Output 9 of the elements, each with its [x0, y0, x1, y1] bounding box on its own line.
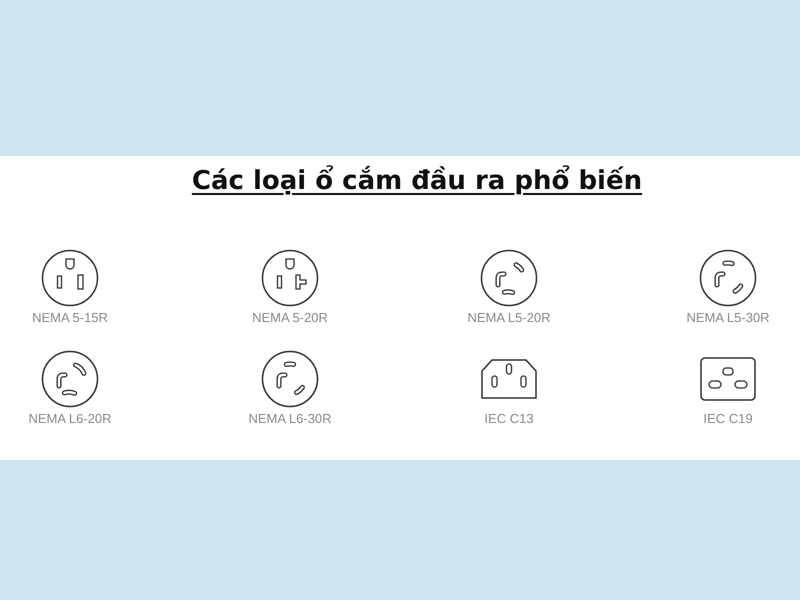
socket-label: IEC C13: [484, 411, 534, 426]
socket-label: IEC C19: [703, 411, 753, 426]
socket-label: NEMA 5-15R: [32, 310, 108, 325]
socket-label: NEMA L6-30R: [248, 411, 332, 426]
socket-label: NEMA L6-20R: [28, 411, 112, 426]
socket-label: NEMA 5-20R: [252, 310, 328, 325]
socket-label: NEMA L5-30R: [686, 310, 770, 325]
socket-label: NEMA L5-20R: [467, 310, 551, 325]
page-title: Các loại ổ cắm đầu ra phổ biến: [192, 166, 642, 196]
